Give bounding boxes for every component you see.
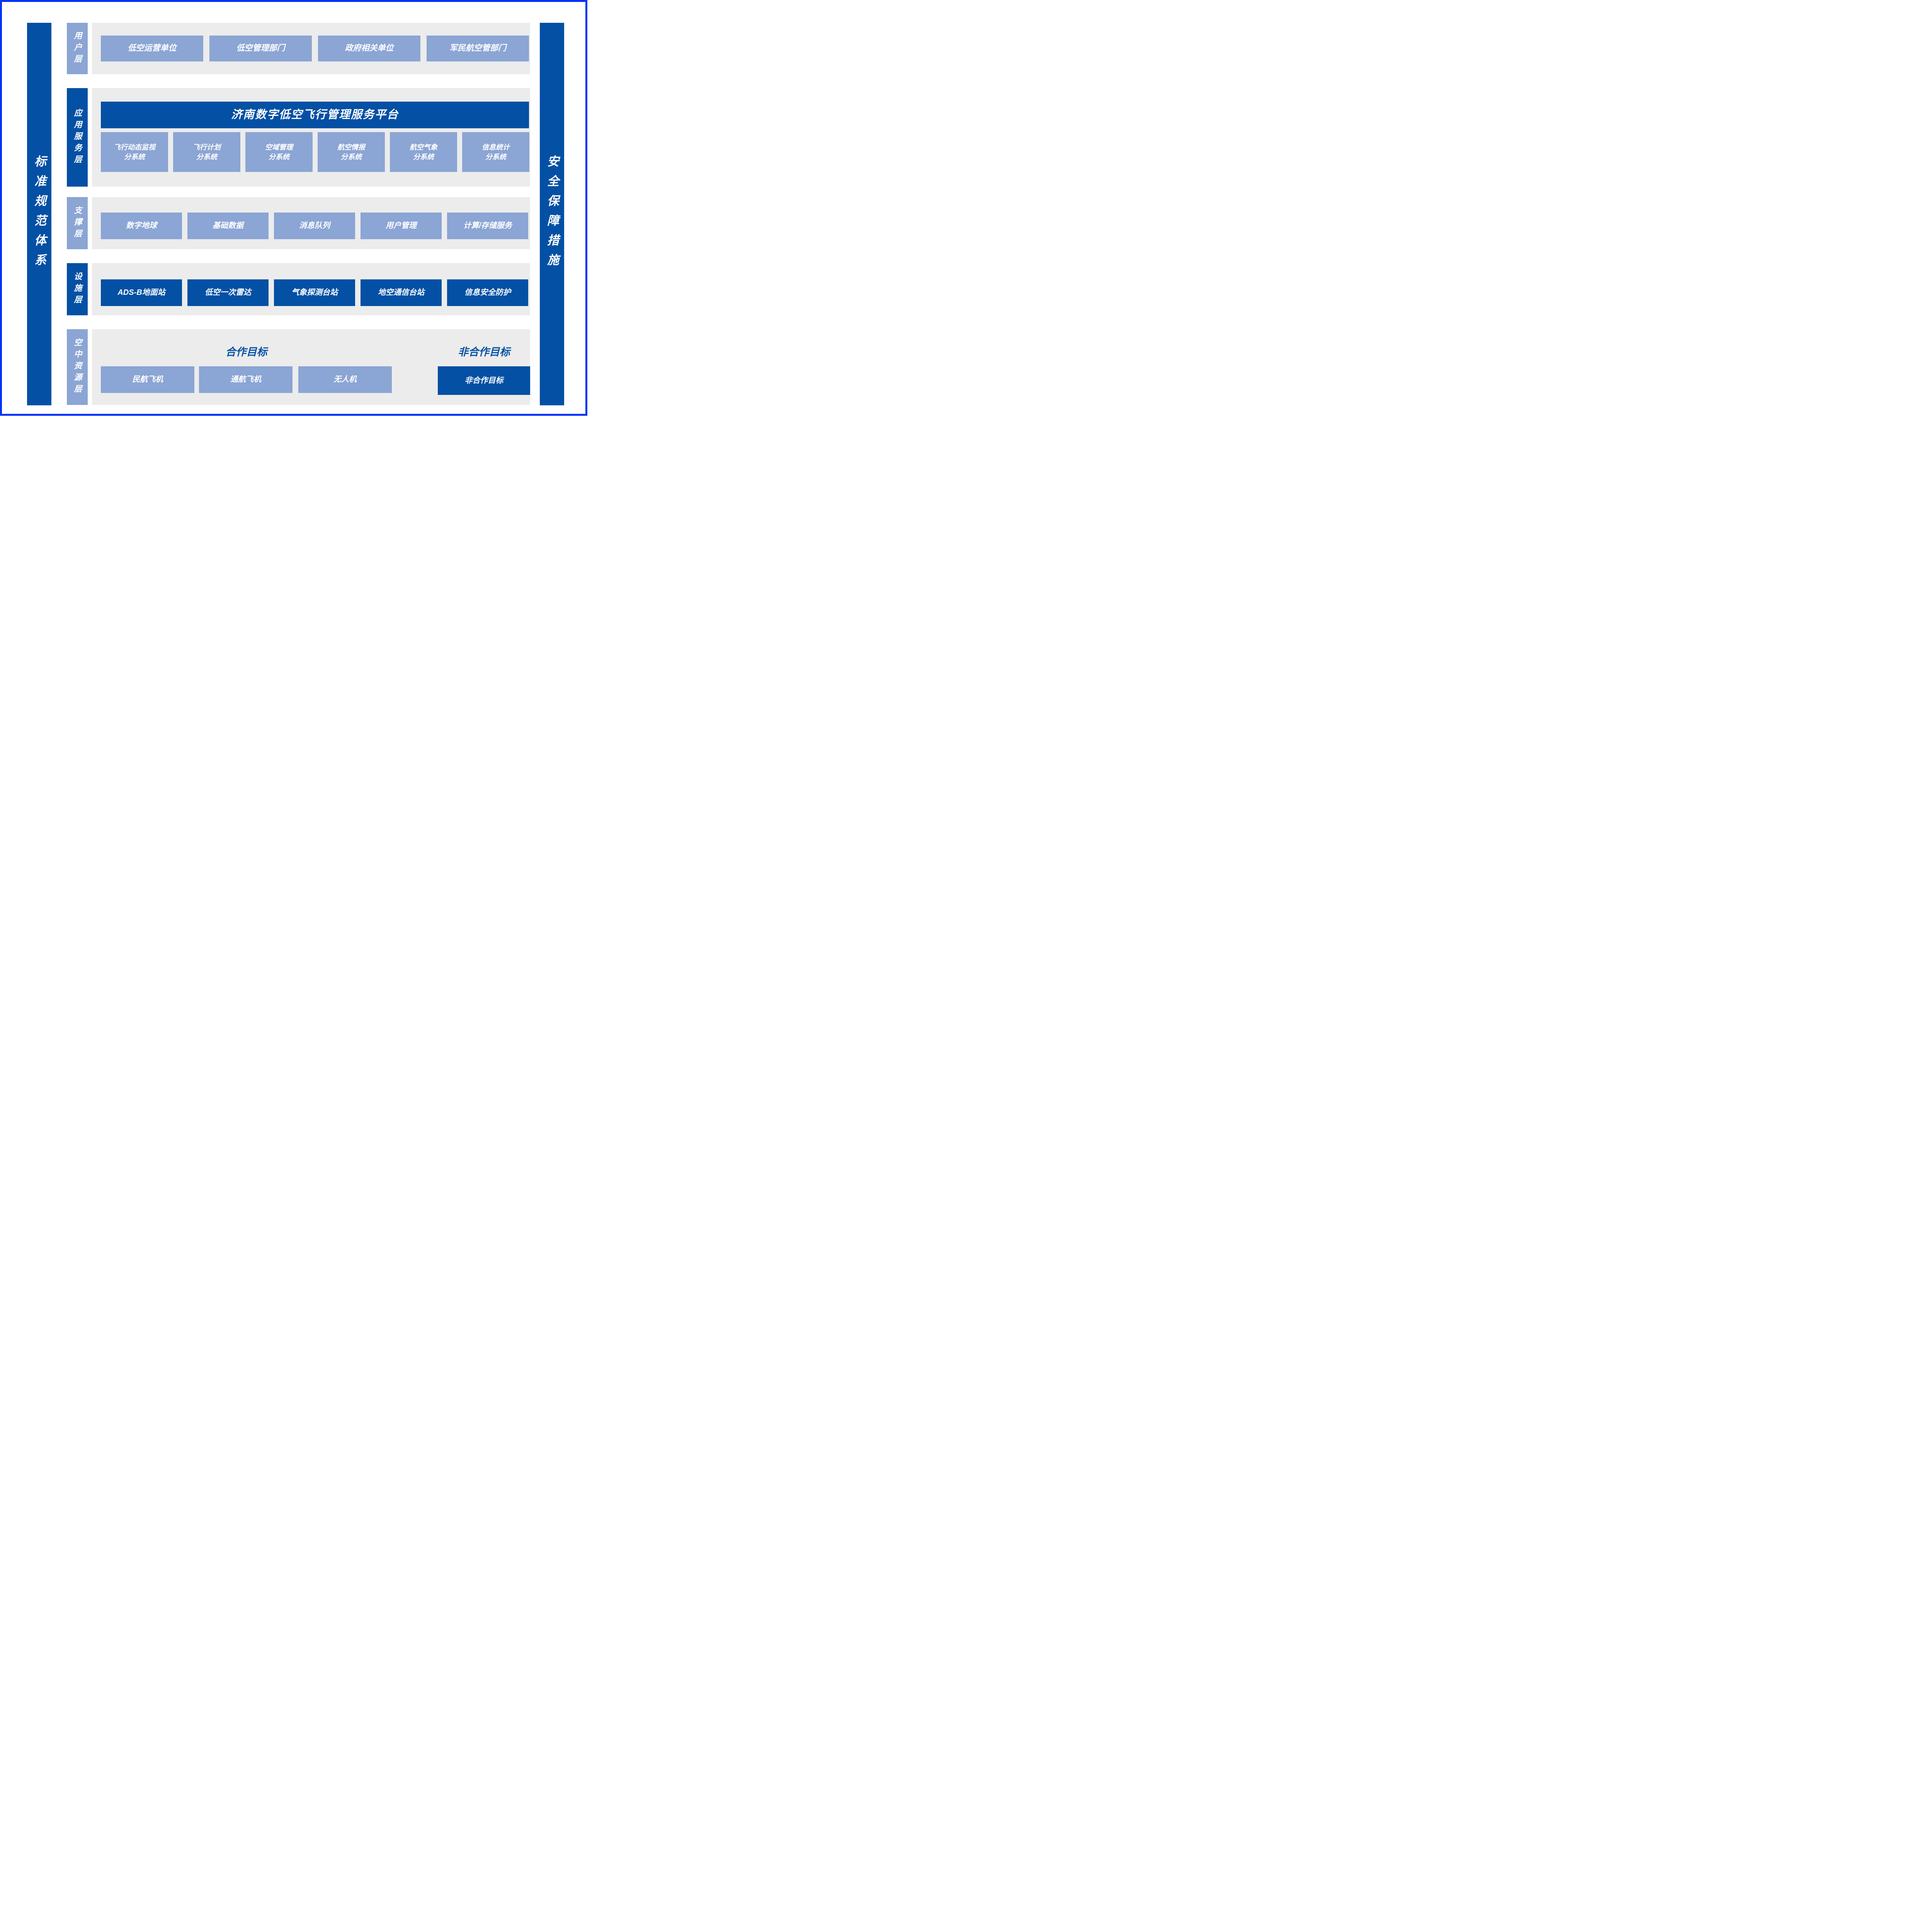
subsystem-name: 信息统计 xyxy=(482,143,510,151)
noncoop-heading: 非合作目标 xyxy=(458,346,510,358)
subsystem-suffix: 分系统 xyxy=(485,153,506,161)
facility-box: ADS-B地面站 xyxy=(101,279,182,306)
app-layer-label: 应用服务层 xyxy=(67,88,88,187)
diagram-canvas: 标准规范体系 安全保障措施 用户层 应用服务层 支撑层 设施层 空中资源层 低空… xyxy=(0,0,587,416)
coop-target-box: 民航飞机 xyxy=(101,366,194,393)
facility-layer-label: 设施层 xyxy=(67,263,88,315)
support-box: 数字地球 xyxy=(101,213,182,239)
subsystem-name: 航空气象 xyxy=(410,143,437,151)
facility-box: 地空通信台站 xyxy=(361,279,442,306)
noncoop-target-box: 非合作目标 xyxy=(438,366,530,395)
subsystem-suffix: 分系统 xyxy=(196,153,217,161)
subsystem-box: 航空气象 分系统 xyxy=(390,132,457,172)
support-box: 基础数据 xyxy=(187,213,269,239)
coop-target-box: 通航飞机 xyxy=(199,366,293,393)
subsystem-box: 飞行计划 分系统 xyxy=(173,132,240,172)
subsystem-box: 飞行动态监视 分系统 xyxy=(101,132,168,172)
subsystem-suffix: 分系统 xyxy=(124,153,145,161)
support-layer-label: 支撑层 xyxy=(67,197,88,249)
subsystem-suffix: 分系统 xyxy=(341,153,362,161)
subsystem-box: 信息统计 分系统 xyxy=(462,132,529,172)
support-box: 用户管理 xyxy=(361,213,442,239)
user-box: 军民航空管部门 xyxy=(427,36,529,61)
facility-box: 信息安全防护 xyxy=(447,279,528,306)
subsystem-name: 航空情报 xyxy=(337,143,365,151)
support-box: 消息队列 xyxy=(274,213,355,239)
subsystem-suffix: 分系统 xyxy=(269,153,289,161)
subsystem-name: 飞行计划 xyxy=(193,143,221,151)
subsystem-box: 空域管理 分系统 xyxy=(245,132,313,172)
coop-target-box: 无人机 xyxy=(298,366,392,393)
facility-box: 气象探测台站 xyxy=(274,279,355,306)
subsystem-suffix: 分系统 xyxy=(413,153,434,161)
security-sidebar: 安全保障措施 xyxy=(540,23,564,405)
coop-heading: 合作目标 xyxy=(225,346,267,358)
subsystem-name: 空域管理 xyxy=(265,143,293,151)
platform-title-bar: 济南数字低空飞行管理服务平台 xyxy=(101,102,529,128)
air-layer-label: 空中资源层 xyxy=(67,329,88,405)
facility-box: 低空一次雷达 xyxy=(187,279,269,306)
user-box: 政府相关单位 xyxy=(318,36,420,61)
support-box: 计算/存储服务 xyxy=(447,213,528,239)
user-layer-label: 用户层 xyxy=(67,23,88,74)
subsystem-name: 飞行动态监视 xyxy=(114,143,155,151)
subsystem-box: 航空情报 分系统 xyxy=(318,132,385,172)
user-box: 低空管理部门 xyxy=(209,36,312,61)
standards-sidebar: 标准规范体系 xyxy=(27,23,51,405)
user-box: 低空运营单位 xyxy=(101,36,203,61)
